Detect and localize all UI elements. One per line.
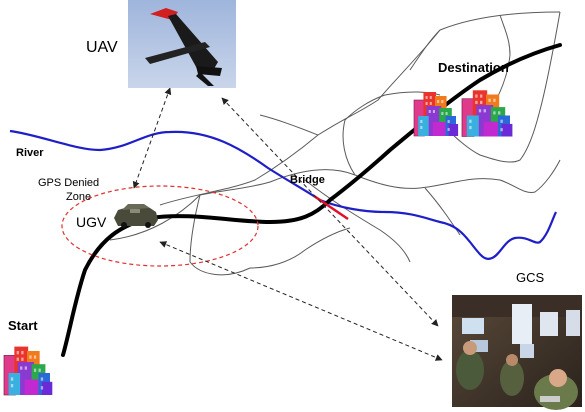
label-start: Start (8, 318, 38, 333)
monitor-screens (462, 304, 580, 358)
destination-buildings-icon (413, 89, 514, 138)
uav-gcs-link (221, 97, 439, 327)
comm-links (132, 87, 443, 361)
label-uav: UAV (86, 39, 118, 56)
label-river: River (16, 147, 44, 159)
river-line (9, 129, 557, 260)
ugv-vehicle-icon (114, 204, 158, 228)
start-buildings-icon (3, 346, 53, 396)
label-bridge: Bridge (290, 174, 325, 186)
label-destination: Destination (438, 60, 509, 75)
uav-image (128, 0, 236, 88)
uav-ugv-link (132, 87, 172, 189)
gcs-image (452, 295, 582, 410)
label-ugv: UGV (76, 214, 107, 230)
ugv-gcs-link (159, 241, 443, 361)
label-gps-denied-line1: GPS Denied (38, 177, 99, 189)
label-gcs: GCS (516, 270, 545, 285)
label-gps-denied-line2: Zone (66, 191, 91, 203)
operators (456, 341, 578, 410)
uav-aircraft-icon (145, 8, 222, 86)
